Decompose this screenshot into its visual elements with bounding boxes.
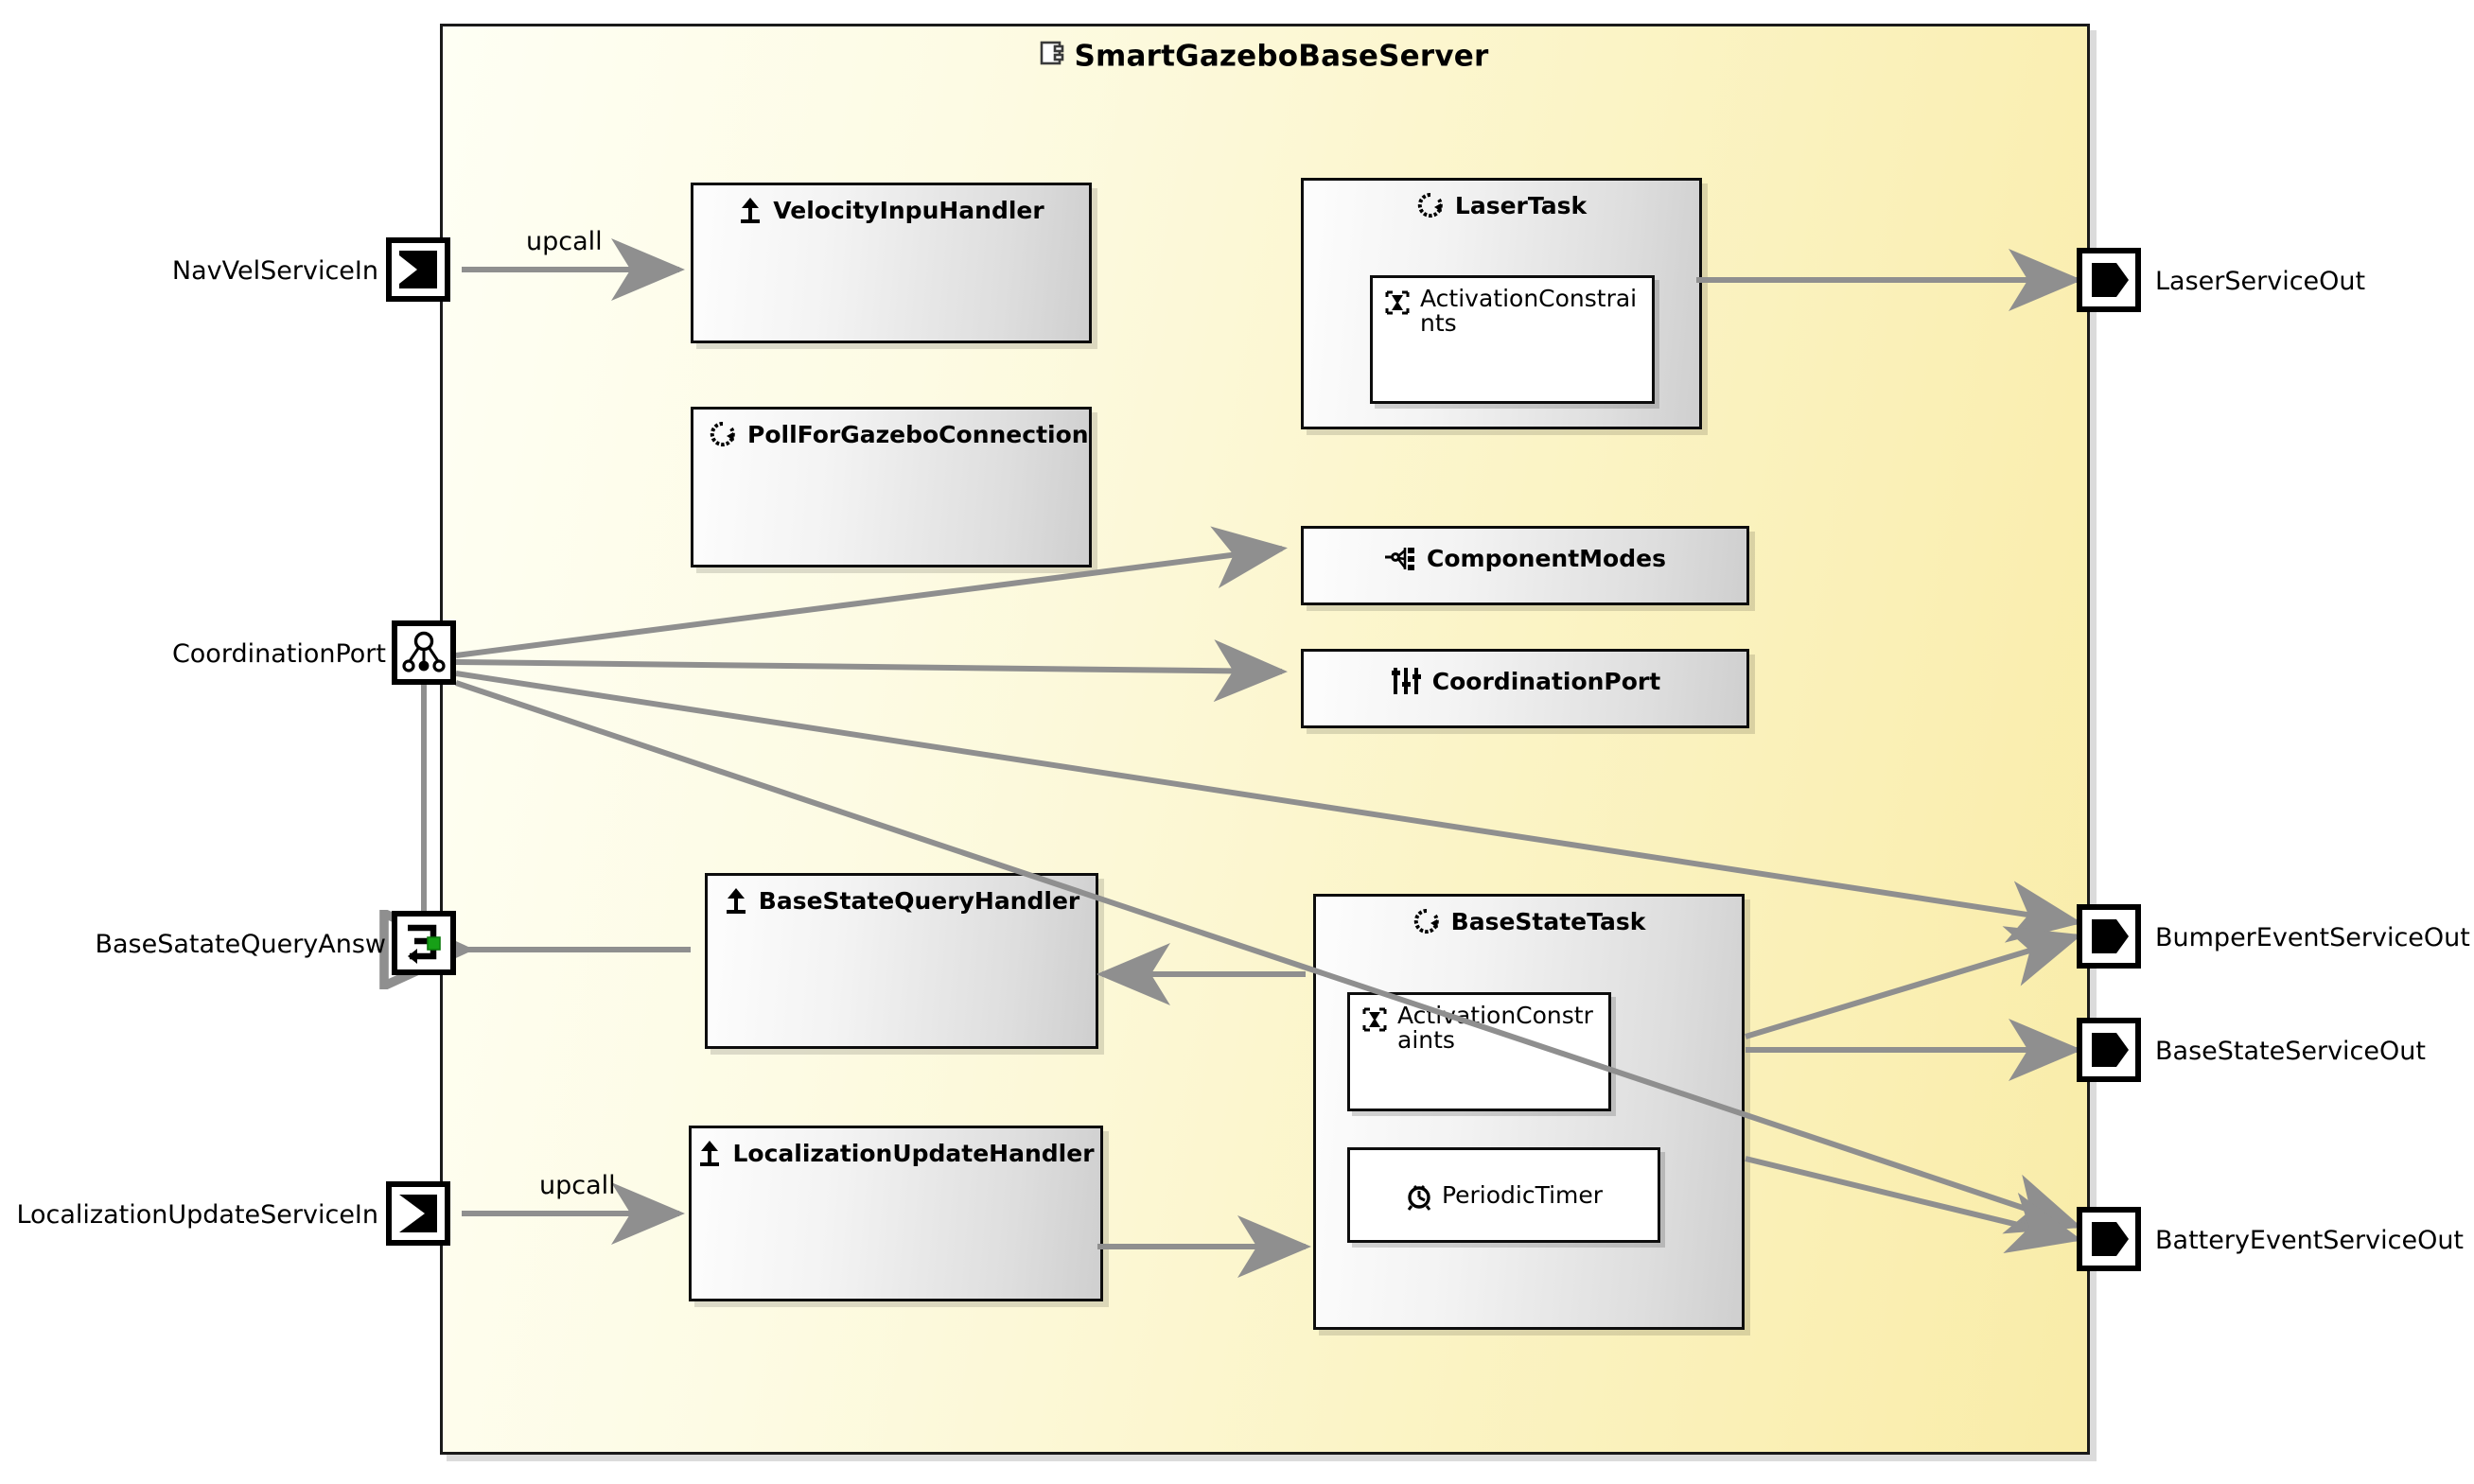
box-base-state-query-handler[interactable]: BaseStateQueryHandler: [705, 873, 1098, 1049]
port-label-laser-service-out: LaserServiceOut: [2155, 267, 2366, 296]
port-label-coordination-port: CoordinationPort: [171, 639, 386, 669]
box-header: BaseStateQueryHandler: [708, 886, 1096, 915]
output-port-icon: [2092, 263, 2129, 297]
page-title: SmartGazeboBaseServer: [440, 38, 2084, 75]
upcall-handler-icon: [724, 886, 748, 915]
upcall-handler-icon: [738, 196, 763, 224]
output-port-icon: [2092, 1222, 2129, 1256]
box-label: CoordinationPort: [1431, 667, 1661, 695]
nested-box-label: ActivationConstraints: [1397, 1002, 1593, 1054]
box-label: ComponentModes: [1427, 545, 1666, 572]
port-label-base-satate-query-answ: BaseSatateQueryAnsw: [95, 930, 386, 959]
port-battery-event-service-out[interactable]: [2077, 1207, 2141, 1271]
output-port-icon: [2092, 1033, 2129, 1067]
box-label: LaserTask: [1454, 191, 1588, 219]
hourglass-icon: [1383, 287, 1412, 317]
port-coordination-port[interactable]: [392, 620, 456, 685]
nested-box-label: PeriodicTimer: [1441, 1180, 1604, 1209]
port-label-nav-vel-service-in: NavVelServiceIn: [171, 256, 378, 286]
sliders-icon: [1390, 666, 1422, 696]
edge-label-upcall-navvel: upcall: [526, 227, 603, 256]
output-port-icon: [2092, 919, 2129, 953]
edge-label-upcall-localization: upcall: [539, 1171, 616, 1200]
port-nav-vel-service-in[interactable]: [386, 237, 450, 302]
nested-box-header: ActivationConstraints: [1360, 1004, 1603, 1052]
port-bumper-event-service-out[interactable]: [2077, 904, 2141, 969]
upcall-handler-icon: [697, 1139, 722, 1167]
nested-box-header: PeriodicTimer: [1350, 1180, 1658, 1211]
box-label: BaseStateQueryHandler: [758, 886, 1080, 915]
box-velocity-inpu-handler[interactable]: VelocityInpuHandler: [691, 183, 1092, 343]
nested-box-activation-constraints[interactable]: ActivationConstraints: [1370, 275, 1655, 404]
coordination-port-icon: [402, 631, 446, 672]
query-answer-port-icon: [408, 924, 441, 964]
clock-icon: [1405, 1180, 1433, 1211]
box-label: BaseStateTask: [1450, 907, 1646, 935]
box-label: VelocityInpuHandler: [773, 196, 1044, 224]
port-base-state-service-out[interactable]: [2077, 1018, 2141, 1082]
page-title-text: SmartGazeboBaseServer: [1074, 39, 1489, 74]
component-icon: [1036, 39, 1064, 75]
nested-box-periodic-timer[interactable]: PeriodicTimer: [1347, 1147, 1660, 1243]
component-modes-icon: [1384, 546, 1416, 572]
port-label-battery-event-service-out: BatteryEventServiceOut: [2155, 1226, 2465, 1255]
input-port-icon: [397, 249, 439, 290]
nested-box-activation-constraints[interactable]: ActivationConstraints: [1347, 992, 1611, 1111]
box-label: LocalizationUpdateHandler: [732, 1139, 1095, 1167]
box-component-modes[interactable]: ComponentModes: [1301, 526, 1749, 605]
box-base-state-task[interactable]: BaseStateTask ActivationConstraints: [1313, 894, 1745, 1330]
box-label: PollForGazeboConnection: [747, 420, 1089, 448]
box-poll-for-gazebo-connection[interactable]: PollForGazeboConnection: [691, 407, 1092, 567]
port-localization-update-service-in[interactable]: [386, 1181, 450, 1246]
port-label-localization-update-service-in: LocalizationUpdateServiceIn: [16, 1200, 378, 1230]
component-panel: [440, 24, 2090, 1455]
task-icon: [709, 420, 737, 448]
port-label-bumper-event-service-out: BumperEventServiceOut: [2155, 923, 2470, 952]
task-icon: [1416, 191, 1445, 219]
box-header: ComponentModes: [1304, 545, 1746, 572]
box-header: LaserTask: [1304, 191, 1699, 219]
box-header: PollForGazeboConnection: [693, 420, 1089, 448]
box-header: CoordinationPort: [1304, 666, 1746, 696]
task-icon: [1412, 907, 1441, 935]
nested-box-header: ActivationConstraints: [1383, 287, 1646, 335]
hourglass-icon: [1360, 1004, 1389, 1034]
box-header: LocalizationUpdateHandler: [692, 1139, 1100, 1167]
box-header: BaseStateTask: [1316, 907, 1742, 935]
port-base-satate-query-answ[interactable]: [392, 911, 456, 975]
box-coordination-port[interactable]: CoordinationPort: [1301, 649, 1749, 728]
port-label-base-state-service-out: BaseStateServiceOut: [2155, 1037, 2426, 1066]
port-laser-service-out[interactable]: [2077, 248, 2141, 312]
input-port-icon: [397, 1193, 439, 1234]
box-header: VelocityInpuHandler: [693, 196, 1089, 224]
box-localization-update-handler[interactable]: LocalizationUpdateHandler: [689, 1126, 1103, 1301]
nested-box-label: ActivationConstraints: [1420, 285, 1638, 337]
box-laser-task[interactable]: LaserTask ActivationConstraints: [1301, 178, 1702, 429]
